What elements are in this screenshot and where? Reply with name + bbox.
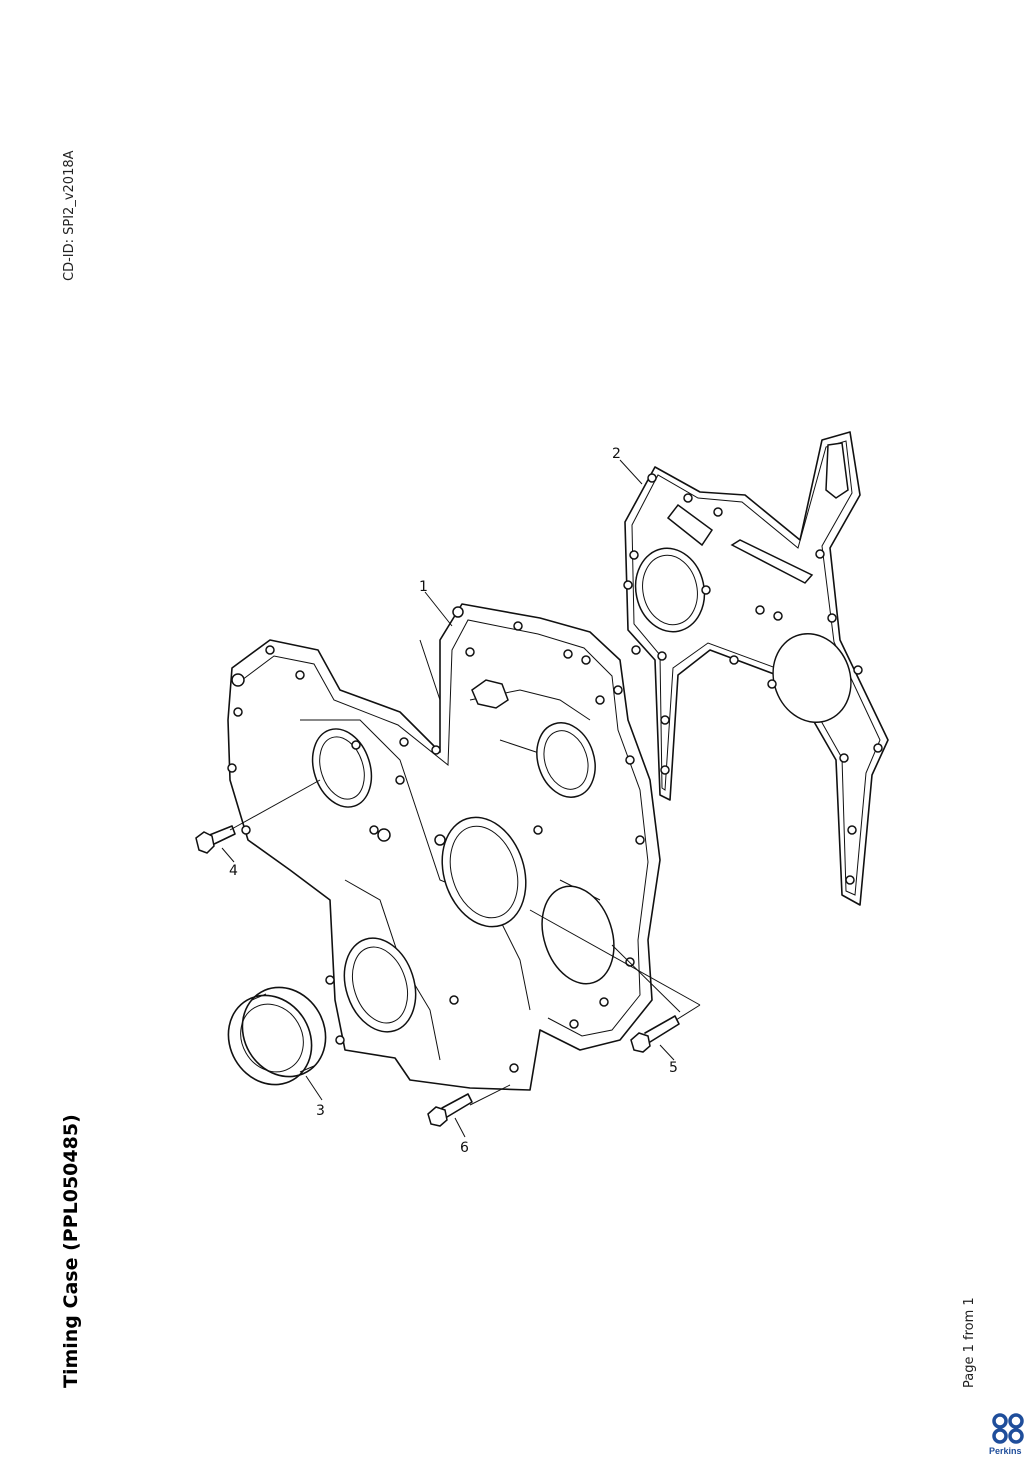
brand-name: Perkins (989, 1446, 1022, 1456)
callout-1: 1 (419, 579, 428, 595)
bolt-6-part (427, 1093, 473, 1127)
perkins-logo-icon (992, 1413, 1024, 1444)
callout-4: 4 (229, 863, 238, 879)
gasket-part (623, 431, 889, 906)
callout-6: 6 (460, 1140, 469, 1156)
bolt-5-part (630, 1015, 680, 1053)
callout-5: 5 (669, 1060, 678, 1076)
callouts: 1 2 3 4 5 6 (229, 446, 678, 1156)
leader-lines (221, 459, 701, 1138)
callout-3: 3 (316, 1103, 325, 1119)
callout-2: 2 (612, 446, 621, 462)
bolt-4-part (195, 825, 236, 854)
oil-seal-part (227, 986, 327, 1086)
timing-case-part (227, 603, 661, 1091)
